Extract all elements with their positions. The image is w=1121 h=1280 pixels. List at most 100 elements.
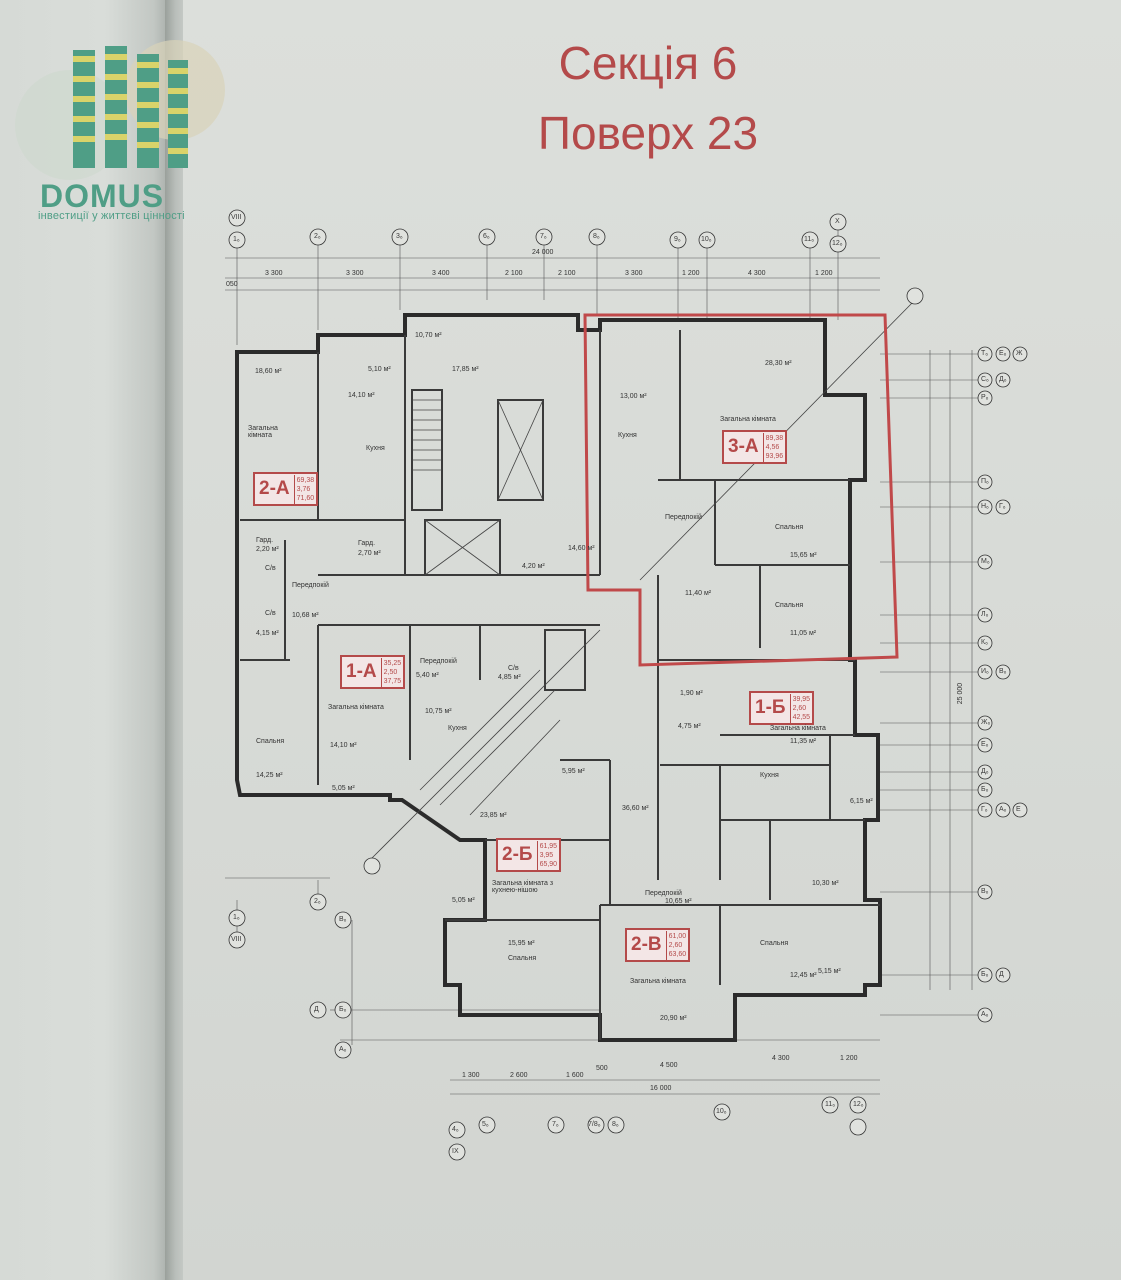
section-title: Секція 6 <box>558 37 738 89</box>
axis-label: 11₆ <box>825 1101 836 1108</box>
axis-label: Б₆ <box>981 786 989 793</box>
area-value: 10,70 м² <box>415 332 442 339</box>
floor-plan-page <box>183 0 1121 1280</box>
axis-label: С₆ <box>981 376 989 383</box>
axis-label: 4₆ <box>452 1126 459 1133</box>
axis-label: 2₆ <box>314 233 321 240</box>
axis-label: 10₆ <box>716 1108 727 1115</box>
dimension: 3 300 <box>625 270 643 277</box>
room-label: 23,85 м² <box>480 812 507 819</box>
room-label: 11,05 м² <box>790 630 817 637</box>
axis-label: Е₆ <box>999 350 1007 357</box>
dimension: 4 300 <box>748 270 766 277</box>
left-book-page <box>0 0 175 1280</box>
area-value: 5,10 м² <box>368 366 391 373</box>
room-label: 18,60 м² <box>255 368 282 375</box>
room-label: Передпокій <box>420 658 457 665</box>
area-value: 5,05 м² <box>452 897 475 904</box>
axis-label: Г₆ <box>999 503 1006 510</box>
axis-label: 11₆ <box>804 236 815 243</box>
room-label: Кухня <box>618 432 637 439</box>
area-value: 36,60 м² <box>622 805 649 812</box>
dimension: 1 300 <box>462 1072 480 1079</box>
room-label: 2,20 м² <box>256 546 279 553</box>
axis-label: К₆ <box>981 639 988 646</box>
axis-label: Б₆ <box>981 971 989 978</box>
room-label: Передпокій <box>665 514 702 521</box>
room-label: 20,90 м² <box>660 1015 687 1022</box>
axis-label: VIII <box>231 214 242 221</box>
room-label: Гард. <box>256 537 274 544</box>
room-label: 14,10 м² <box>348 392 375 399</box>
room-label: Загальна кімната <box>248 425 278 439</box>
axis-label: 10₆ <box>701 236 712 243</box>
room-label: 14,10 м² <box>330 742 357 749</box>
room-label: Загальна кімната з кухнею-нішою <box>492 880 554 894</box>
dimension: 2 600 <box>510 1072 528 1079</box>
dimension-total-right: 25 000 <box>957 682 965 705</box>
axis-label: Т₆ <box>981 350 989 357</box>
axis-label: П₆ <box>981 478 989 485</box>
axis-label: IX <box>452 1148 459 1155</box>
area-value: 6,15 м² <box>850 798 873 805</box>
room-label: 4,85 м² <box>498 674 521 681</box>
axis-label: 6₆ <box>483 233 490 240</box>
room-label: 15,65 м² <box>790 552 817 559</box>
axis-label: А₆ <box>999 806 1007 813</box>
axis-label: X <box>835 218 840 225</box>
axis-label: Д <box>999 971 1004 978</box>
axis-label: 1₆ <box>233 236 240 243</box>
dimension: 500 <box>596 1065 608 1072</box>
dimension: 1 600 <box>566 1072 584 1079</box>
dimension: 3 300 <box>265 270 283 277</box>
room-label: Загальна кімната <box>720 416 776 423</box>
room-label: Спальня <box>775 524 804 531</box>
axis-label: 3₆ <box>396 233 403 240</box>
room-label: С/в <box>265 610 276 617</box>
room-label: С/в <box>265 565 276 572</box>
room-label: Загальна кімната <box>630 978 686 985</box>
dimension: 2 100 <box>558 270 576 277</box>
area-value: 4,20 м² <box>522 563 545 570</box>
area-value: 5,95 м² <box>562 768 585 775</box>
room-label: 12,45 м² <box>790 972 817 979</box>
dimension: 050 <box>226 281 238 288</box>
room-label: Кухня <box>448 725 467 732</box>
room-label: 10,30 м² <box>812 880 839 887</box>
axis-label: Е₆ <box>981 741 989 748</box>
axis-label: В₆ <box>999 668 1007 675</box>
area-value: 1,90 м² <box>680 690 703 697</box>
room-label: Загальна кімната <box>328 704 384 711</box>
apartment-3a-highlight <box>583 313 899 667</box>
room-label: Передпокій <box>292 582 329 589</box>
axis-label: 7/8₆ <box>588 1121 601 1128</box>
axis-label: Г₆ <box>981 806 988 813</box>
area-value: 5,15 м² <box>818 968 841 975</box>
axis-label: Е <box>1016 806 1021 813</box>
axis-label: Ж <box>1016 350 1023 357</box>
axis-label: Д₆ <box>981 768 989 775</box>
room-label: 14,25 м² <box>256 772 283 779</box>
axis-label: VIII <box>231 936 242 943</box>
dimension: 2 100 <box>505 270 523 277</box>
room-label: С/в <box>508 665 519 672</box>
logo-wordmark: DOMUS <box>40 178 165 214</box>
axis-label: 5₆ <box>482 1121 489 1128</box>
dimension: 3 300 <box>346 270 364 277</box>
axis-label: А₆ <box>339 1046 347 1053</box>
room-label: Спальня <box>775 602 804 609</box>
dimension-total-bottom: 16 000 <box>650 1085 672 1092</box>
room-label: 11,40 м² <box>685 590 712 597</box>
dimension: 4 500 <box>660 1062 678 1069</box>
axis-label: 12₆ <box>832 240 843 247</box>
room-label: Передпокій <box>645 890 682 897</box>
room-label: Спальня <box>760 940 789 947</box>
room-label: Кухня <box>366 445 385 452</box>
axis-label: А₆ <box>981 1011 989 1018</box>
